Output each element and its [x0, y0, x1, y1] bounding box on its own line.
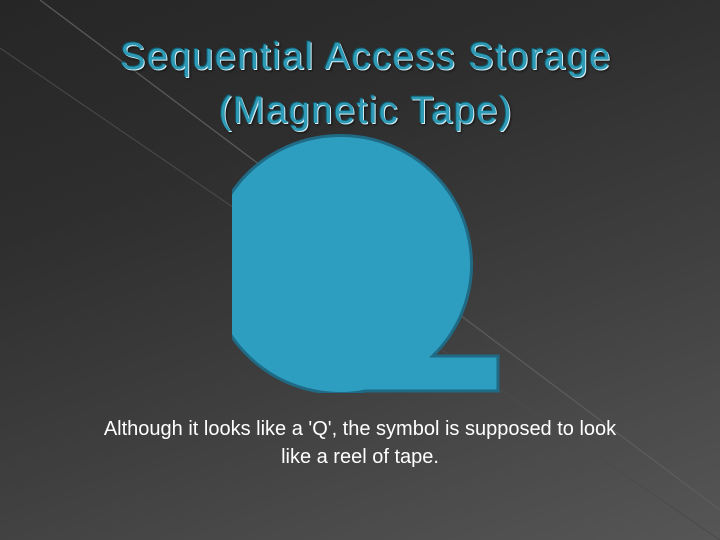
slide-title: Sequential Access Storage (Magnetic Tape…	[60, 30, 672, 138]
slide-caption: Although it looks like a 'Q', the symbol…	[40, 415, 680, 471]
slide-title-line-1: Sequential Access Storage	[120, 36, 612, 78]
caption-line-1: Although it looks like a 'Q', the symbol…	[103, 418, 617, 440]
magnetic-tape-symbol-icon	[232, 133, 500, 393]
tape-reel-shape	[232, 133, 500, 393]
slide-title-line-2: (Magnetic Tape)	[218, 90, 514, 132]
caption-line-2: like a reel of tape.	[281, 446, 439, 468]
